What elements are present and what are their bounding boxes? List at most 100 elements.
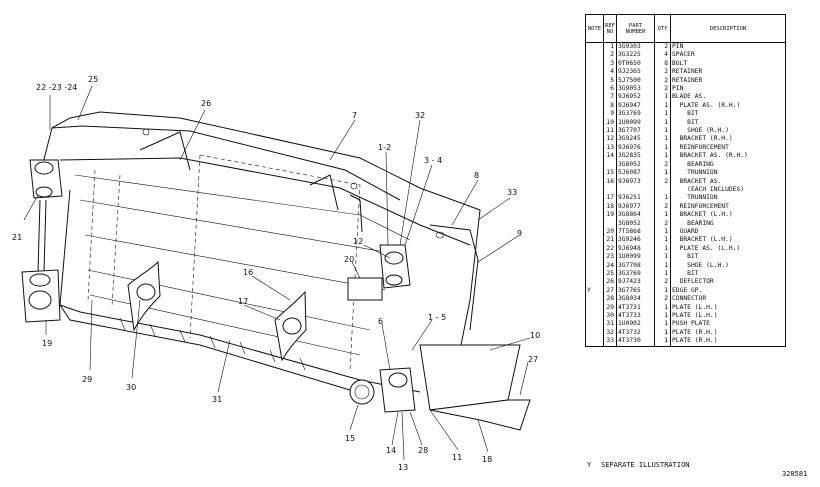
row-note [586, 152, 604, 160]
row-qty: 1 [654, 127, 671, 136]
row-qty: 1 [654, 303, 671, 312]
row-description: REINFORCEMENT [670, 143, 786, 153]
row-qty: 2 [654, 177, 671, 186]
row-part-number: 9J6977 [616, 202, 655, 212]
row-ref-no: 28 [603, 295, 617, 304]
row-ref-no: 8 [603, 101, 617, 111]
row-description: PLATE (L.H.) [670, 312, 786, 321]
row-qty: 2 [654, 42, 671, 52]
row-part-number: 9J2365 [616, 68, 655, 77]
callout-leaders [23, 85, 531, 461]
callout-27: 27 [528, 355, 538, 364]
row-ref-no: 10 [603, 118, 617, 128]
row-ref-no: 12 [603, 135, 617, 144]
table-row: (EACH INCLUDES) [586, 185, 786, 195]
row-qty: 1 [654, 261, 671, 270]
row-part-number: 3G7708 [616, 261, 655, 270]
row-ref-no: 33 [603, 337, 617, 347]
row-note [586, 337, 604, 346]
callout-3-4: 3 - 4 [424, 156, 442, 165]
row-note [586, 43, 604, 52]
header-part-number: PART NUMBER [616, 14, 655, 43]
callout-13: 13 [398, 463, 408, 472]
row-note [586, 178, 604, 186]
row-part-number: 1U0099 [616, 118, 655, 128]
row-part-number [616, 185, 655, 195]
row-note [586, 329, 604, 337]
callout-8: 8 [474, 171, 479, 180]
row-description: PLATE AS. (R.H.) [670, 101, 786, 111]
row-description: TRUNNION [670, 194, 786, 203]
row-description: PLATE (R.H.) [670, 337, 786, 347]
row-qty: 1 [654, 110, 671, 119]
row-note [586, 194, 604, 202]
callout-33: 33 [507, 188, 517, 197]
row-qty: 1 [654, 227, 671, 237]
row-part-number: 5J7500 [616, 76, 655, 86]
row-description: BEARING [670, 160, 786, 170]
row-note [586, 102, 604, 110]
row-qty: 1 [654, 286, 671, 296]
header-qty: QTY [654, 14, 671, 43]
row-note [586, 119, 604, 127]
row-part-number: 3G2835 [616, 152, 655, 161]
row-part-number: 7T5868 [616, 227, 655, 237]
row-part-number: 1U0902 [616, 320, 655, 329]
row-part-number: 4T3731 [616, 303, 655, 312]
callout-21: 21 [12, 233, 22, 242]
row-description: BRACKET AS. (R.H.) [670, 152, 786, 161]
row-description: SPACER [670, 51, 786, 60]
row-note [586, 85, 604, 93]
row-note [586, 51, 604, 59]
row-qty: 8 [654, 59, 671, 69]
row-part-number: 3G7707 [616, 127, 655, 136]
row-description: BIT [670, 269, 786, 279]
header-note: NOTE [585, 14, 604, 43]
row-ref-no: 4 [603, 68, 617, 77]
callout-17: 17 [238, 297, 248, 306]
row-ref-no: 9 [603, 110, 617, 119]
row-part-number: 3G3769 [616, 269, 655, 279]
callout-6: 6 [378, 317, 383, 326]
row-note [586, 161, 604, 169]
row-description: BEARING [670, 219, 786, 228]
row-note [586, 270, 604, 278]
callout-9: 9 [517, 229, 522, 238]
row-description: PIN [670, 85, 786, 94]
callout-28: 28 [418, 446, 428, 455]
row-note [586, 278, 604, 286]
row-qty: 1 [654, 143, 671, 153]
callout-11: 11 [452, 453, 462, 462]
row-ref-no: 15 [603, 169, 617, 178]
row-note [586, 211, 604, 219]
row-ref-no: 29 [603, 303, 617, 312]
row-ref-no: 21 [603, 236, 617, 245]
row-qty: 1 [654, 312, 671, 321]
row-qty: 1 [654, 253, 671, 262]
row-note [586, 110, 604, 118]
row-description: EDGE GP. [670, 286, 786, 296]
row-part-number: 3G8864 [616, 211, 655, 220]
blade-drawing [21, 111, 531, 431]
row-description: BOLT [670, 59, 786, 69]
row-qty: 2 [654, 219, 671, 228]
row-note [586, 236, 604, 244]
row-description: REINFORCEMENT [670, 202, 786, 212]
row-part-number: 3G9303 [616, 42, 655, 52]
row-ref-no: 19 [603, 211, 617, 220]
row-part-number: 9J6976 [616, 143, 655, 153]
row-description: (EACH INCLUDES) [670, 185, 786, 195]
